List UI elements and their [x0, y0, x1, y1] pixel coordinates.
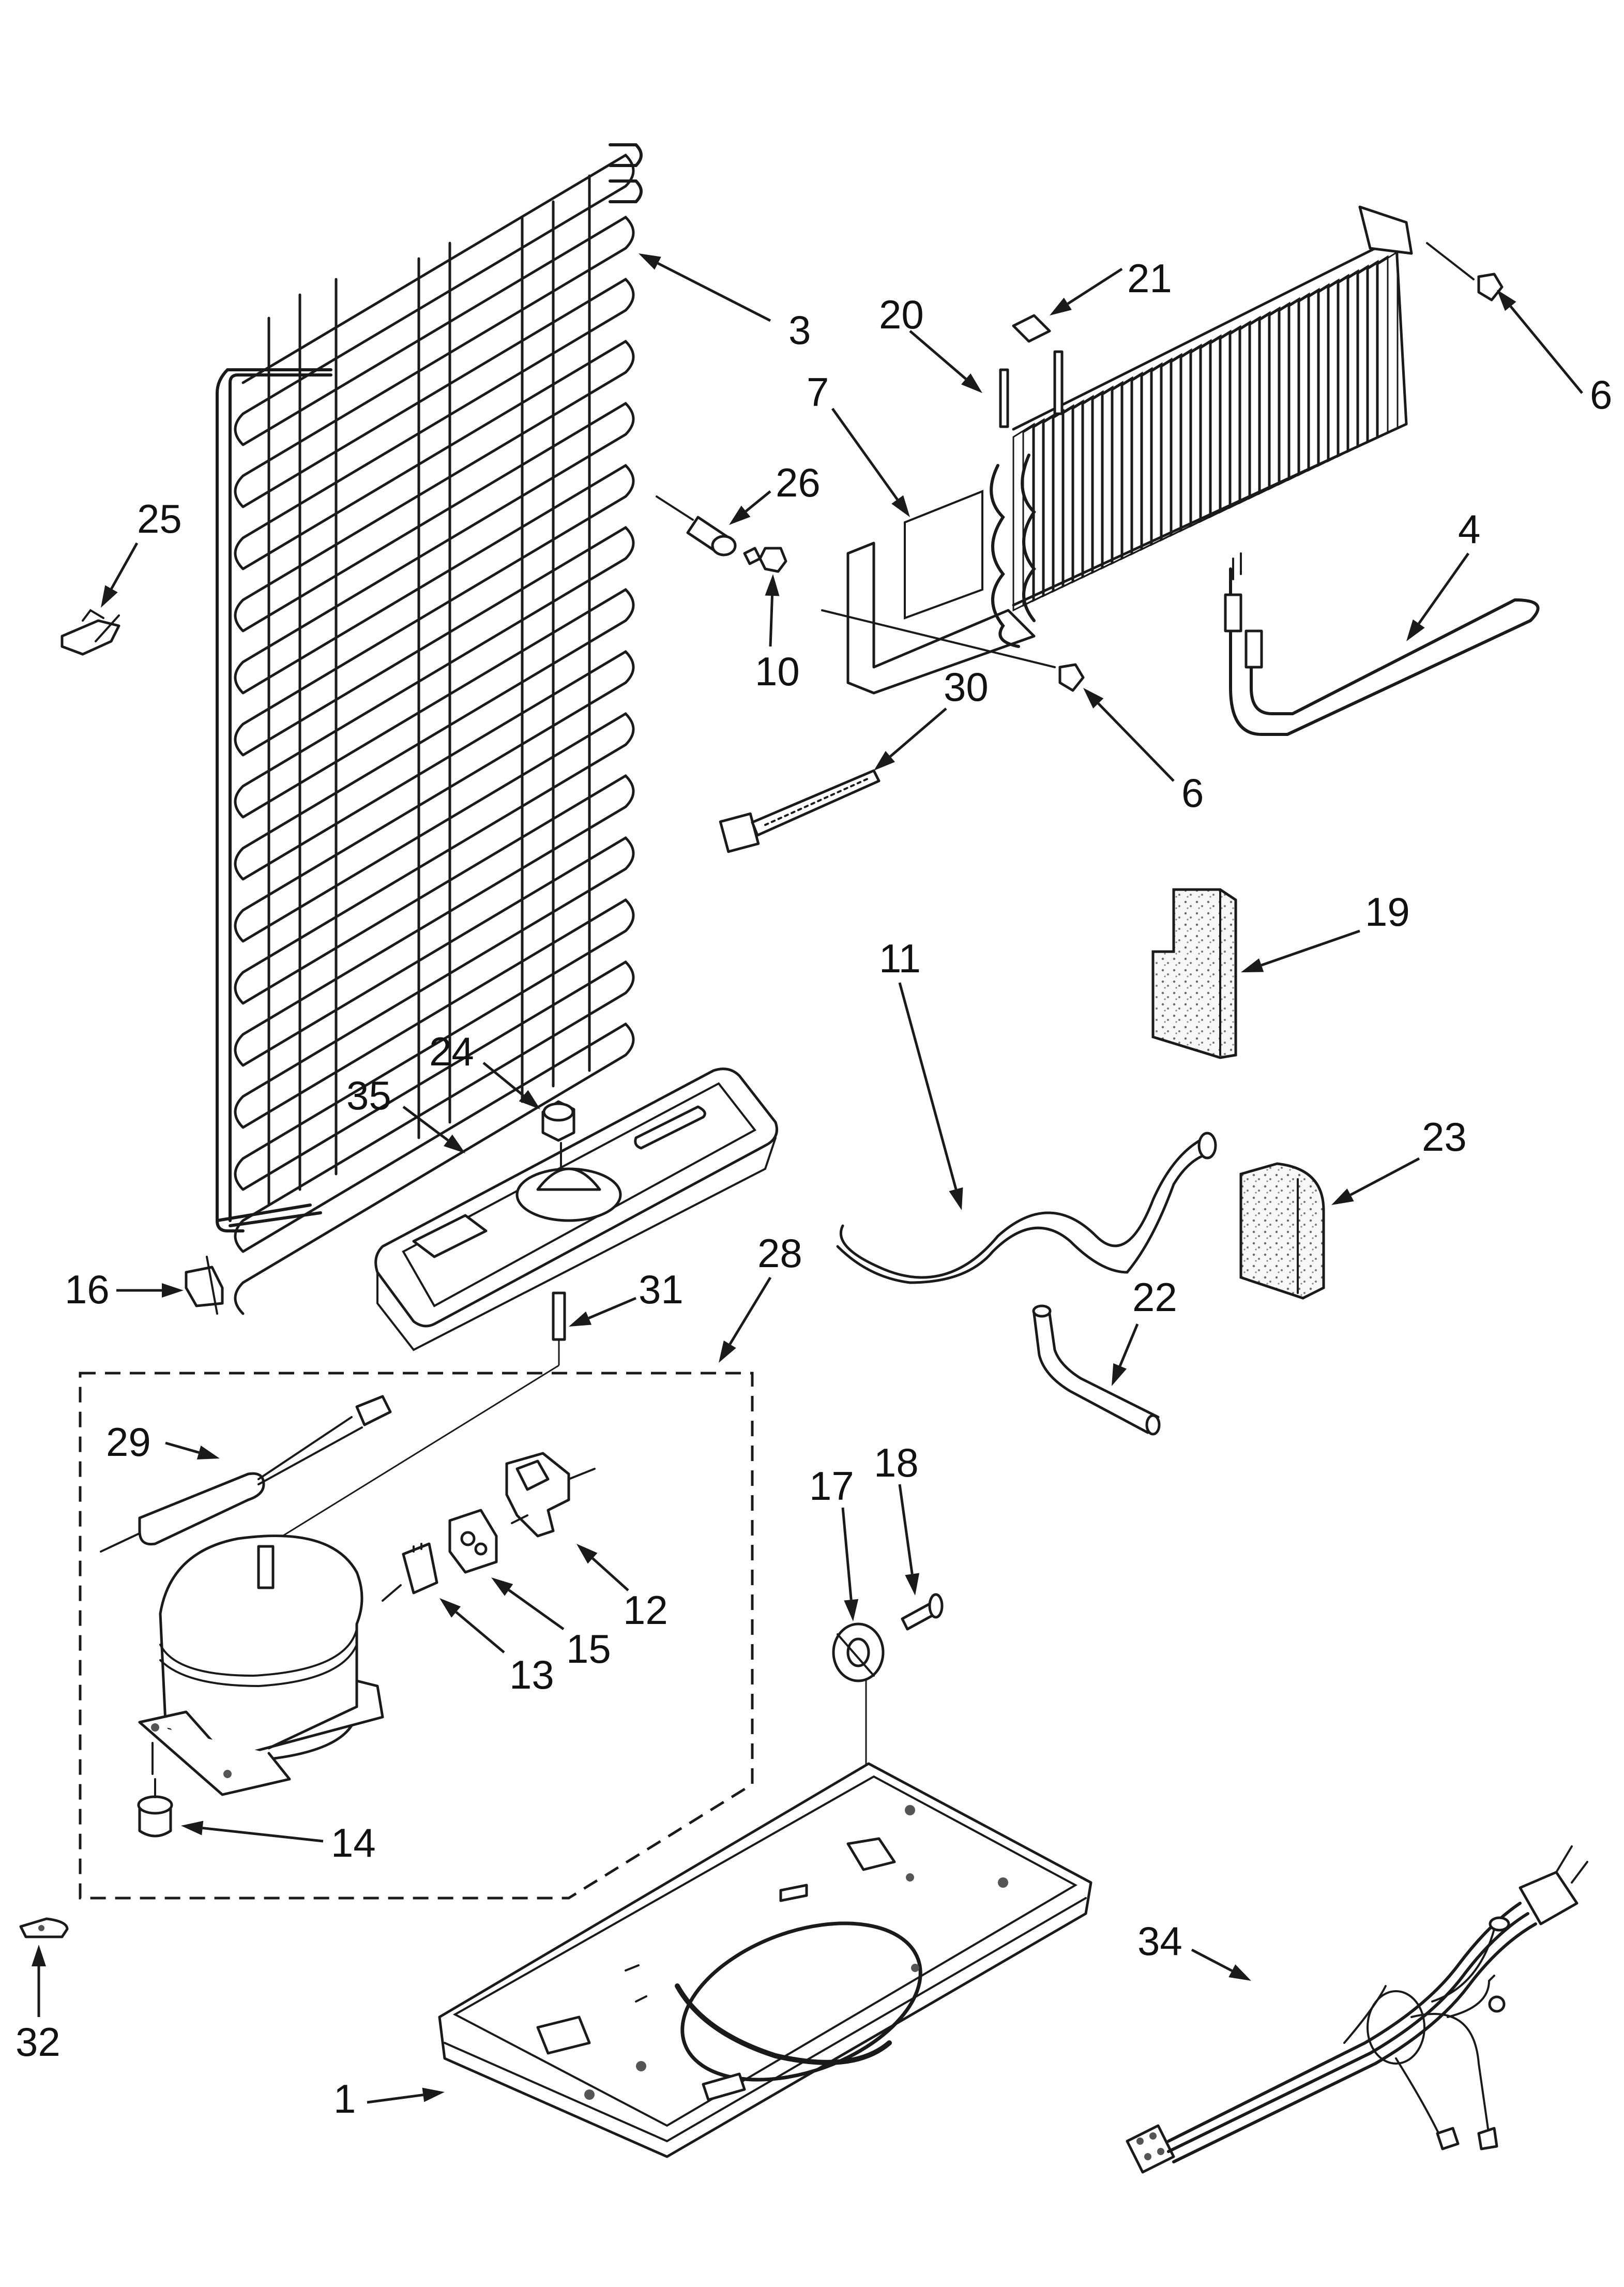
leader-13 — [439, 1598, 505, 1653]
leader-22 — [1112, 1323, 1139, 1386]
leader-1 — [367, 2087, 445, 2104]
callout-14: 14 — [331, 1820, 376, 1865]
callout-3: 3 — [788, 307, 811, 353]
callout-24: 24 — [429, 1029, 474, 1074]
leader-30 — [874, 708, 947, 771]
drain-heater — [1224, 552, 1540, 736]
foam-block-upper — [1151, 888, 1237, 1059]
callout-leaders — [32, 253, 1583, 2104]
callout-17: 17 — [809, 1463, 854, 1509]
compressor — [138, 1534, 384, 1796]
foam-block-lower — [1239, 1162, 1325, 1300]
leader-19 — [1241, 929, 1360, 972]
filter-drier — [100, 1395, 392, 1553]
callout-22: 22 — [1132, 1274, 1177, 1320]
wire-tie — [719, 769, 881, 853]
grommet-nut — [541, 1100, 575, 1142]
leader-24 — [482, 1062, 540, 1109]
leader-34 — [1191, 1948, 1251, 1981]
callout-6-mid: 6 — [1181, 770, 1204, 816]
leader-25 — [101, 542, 139, 608]
clip-part — [60, 609, 120, 656]
spacer-part — [656, 495, 737, 556]
leader-4 — [1406, 552, 1470, 641]
leader-3 — [639, 253, 771, 322]
callout-numbers: 3 21 20 7 6 26 25 10 4 30 6 19 11 24 35 … — [16, 255, 1612, 2122]
callout-26: 26 — [776, 460, 821, 505]
drain-pan — [374, 1067, 778, 1351]
callout-12: 12 — [623, 1587, 668, 1633]
callout-10: 10 — [755, 649, 800, 694]
roller-screw — [901, 1593, 944, 1631]
callout-34: 34 — [1137, 1918, 1182, 1964]
leader-16 — [116, 1283, 184, 1298]
screw-part — [743, 547, 787, 573]
callout-25: 25 — [137, 496, 182, 541]
callout-19: 19 — [1365, 889, 1410, 935]
leader-14 — [181, 1820, 324, 1843]
leader-12 — [576, 1544, 629, 1591]
compressor-kit-outline — [79, 1372, 754, 1900]
compressor-grommet — [137, 1778, 173, 1838]
callout-23: 23 — [1422, 1114, 1467, 1160]
drain-tube — [1032, 1304, 1161, 1436]
callout-13: 13 — [509, 1652, 554, 1697]
leader-35 — [402, 1106, 465, 1153]
spring-clip — [185, 1256, 224, 1315]
leader-18 — [898, 1484, 920, 1596]
leader-23 — [1331, 1157, 1420, 1205]
leader-29 — [165, 1441, 220, 1460]
leader-20 — [909, 330, 982, 393]
leader-6a — [1497, 290, 1583, 394]
callout-11: 11 — [879, 936, 921, 981]
callout-32: 32 — [16, 2019, 60, 2065]
leader-10 — [765, 574, 780, 647]
terminal-part — [382, 1542, 438, 1602]
callout-29: 29 — [106, 1419, 151, 1465]
callout-4: 4 — [1458, 506, 1480, 552]
leader-7 — [831, 408, 910, 517]
leader-32 — [32, 1945, 46, 2017]
callout-30: 30 — [944, 664, 989, 710]
callout-20: 20 — [879, 292, 924, 337]
suction-tube — [836, 1132, 1217, 1284]
leader-6b — [1083, 688, 1175, 782]
callout-21: 21 — [1127, 255, 1172, 301]
callout-1: 1 — [333, 2076, 356, 2122]
leader-28 — [719, 1276, 772, 1363]
overload-part — [448, 1509, 498, 1574]
callout-6-top: 6 — [1590, 372, 1612, 417]
evaporator — [821, 205, 1504, 695]
leader-31 — [569, 1297, 636, 1327]
callout-35: 35 — [346, 1073, 391, 1118]
leader-26 — [729, 490, 771, 525]
roller-wheel — [832, 1622, 885, 1831]
relay-part — [505, 1452, 596, 1538]
leader-11 — [898, 982, 963, 1210]
leader-17 — [841, 1507, 859, 1621]
small-clip — [19, 1917, 69, 1938]
condenser-coil — [216, 143, 643, 1315]
callout-15: 15 — [566, 1626, 611, 1672]
wiring-harness — [1126, 1845, 1588, 2174]
connector-pin — [274, 1291, 566, 1542]
callout-28: 28 — [757, 1230, 802, 1276]
base-pan — [438, 1762, 1092, 2158]
leader-21 — [1050, 267, 1123, 315]
callout-18: 18 — [874, 1440, 919, 1485]
callout-31: 31 — [639, 1267, 684, 1312]
callout-16: 16 — [65, 1267, 110, 1312]
callout-7: 7 — [807, 369, 829, 415]
leader-15 — [491, 1577, 565, 1631]
